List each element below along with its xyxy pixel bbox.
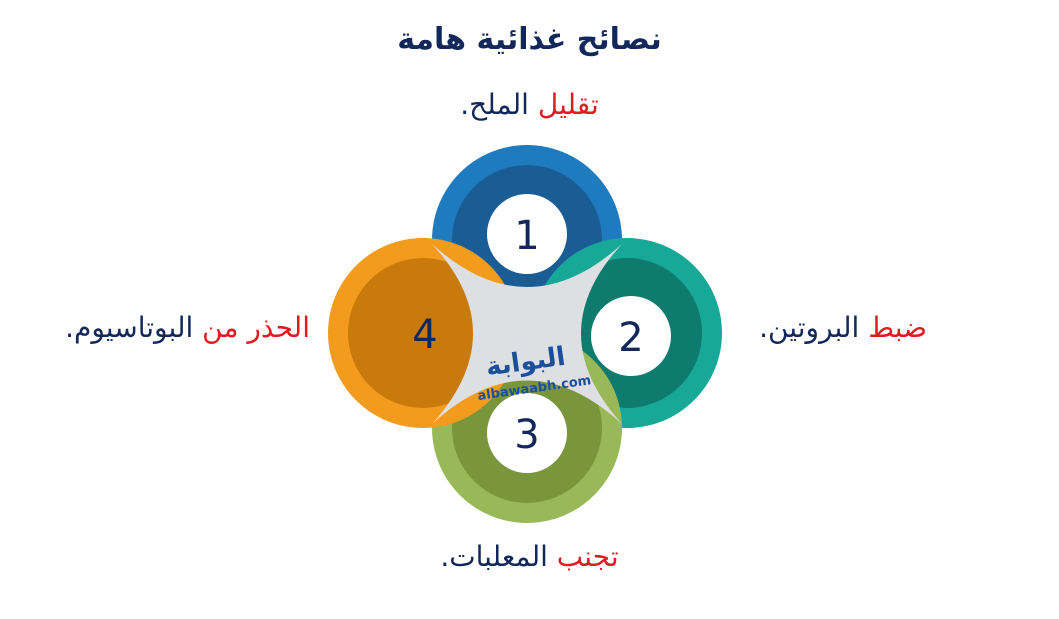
- tip-1-text: الملح.: [460, 88, 529, 121]
- tip-3-highlight: تجنب: [556, 540, 619, 573]
- tip-3-text: المعلبات.: [440, 540, 548, 573]
- badge-1-number: 1: [514, 213, 539, 259]
- tip-1-label: تقليل الملح.: [0, 88, 1059, 122]
- tip-4-text: البوتاسيوم.: [65, 311, 194, 344]
- badge-4: [385, 293, 465, 373]
- badge-3-number: 3: [514, 412, 539, 458]
- badge-2-number: 2: [618, 315, 643, 361]
- badge-4-number: 4: [412, 312, 437, 358]
- page-title: نصائح غذائية هامة: [397, 22, 662, 57]
- center-shape: [432, 244, 622, 424]
- badge-1: [487, 194, 567, 274]
- tip-4-highlight: الحذر من: [202, 311, 310, 344]
- badge-3: [487, 393, 567, 473]
- tip-1-highlight: تقليل: [537, 88, 599, 121]
- tip-2-highlight: ضبط: [868, 311, 927, 344]
- badge-2: [591, 296, 671, 376]
- tip-4-label: الحذر من البوتاسيوم.: [65, 311, 310, 345]
- tip-2-label: ضبط البروتين.: [759, 311, 927, 345]
- tip-3-label: تجنب المعلبات.: [0, 540, 1059, 574]
- tip-2-text: البروتين.: [759, 311, 860, 344]
